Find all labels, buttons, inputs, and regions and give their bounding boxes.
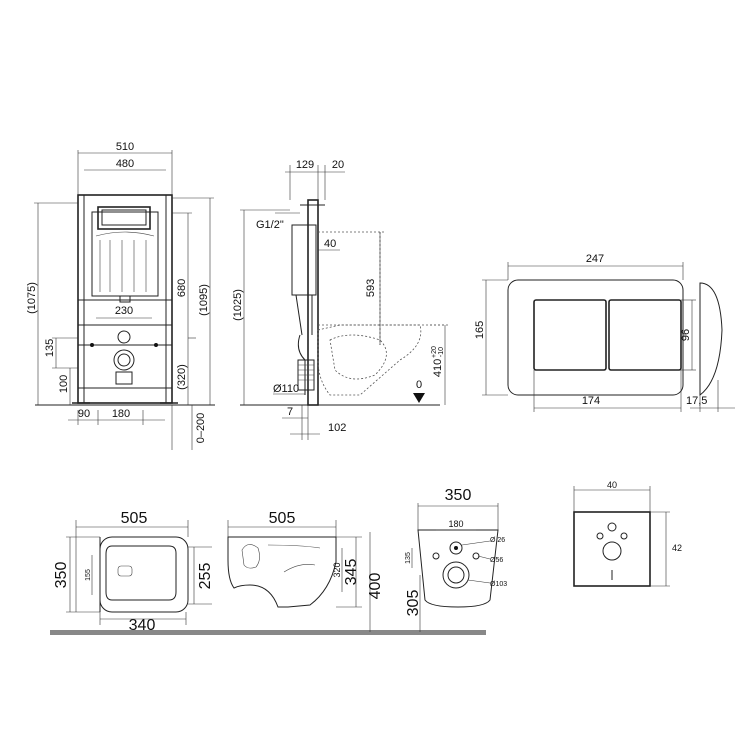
back-h305: 305 bbox=[405, 590, 422, 617]
back-d56: Ø56 bbox=[490, 557, 503, 564]
button-plate-view: 247 165 96 174 17,5 bbox=[474, 253, 735, 412]
dim-0-200: 0–200 bbox=[195, 413, 207, 444]
dim-1075: (1075) bbox=[26, 282, 38, 314]
back-d26: Ø 26 bbox=[490, 537, 505, 544]
frame-side-view: 0 129 20 G1/2" 40 593 (1025) 410 +20 -10… bbox=[232, 159, 450, 440]
bowl-side-h400: 400 bbox=[367, 573, 384, 600]
plate-inner-width: 174 bbox=[582, 395, 600, 407]
dim-230: 230 bbox=[115, 305, 133, 317]
pipe-diameter: Ø110 bbox=[273, 383, 299, 395]
dim-480: 480 bbox=[116, 158, 134, 170]
bowl-width: 350 bbox=[53, 562, 70, 589]
dim-129: 129 bbox=[296, 159, 314, 171]
dim-180: 180 bbox=[112, 408, 130, 420]
bowl-depth-back: 255 bbox=[197, 563, 214, 590]
wall-plate-view: 40 42 bbox=[573, 480, 682, 587]
dim-320: (320) bbox=[176, 364, 188, 390]
dim-410: 410 bbox=[432, 359, 444, 377]
dim-20: 20 bbox=[332, 159, 344, 171]
dim-7: 7 bbox=[287, 406, 293, 418]
plate-depth: 17,5 bbox=[686, 395, 707, 407]
bowl-inner: 155 bbox=[85, 569, 92, 581]
bowl-bottom: 340 bbox=[129, 617, 156, 634]
dim-102: 102 bbox=[328, 422, 346, 434]
bowl-side-length: 505 bbox=[269, 510, 296, 527]
inlet-label: G1/2" bbox=[256, 219, 284, 231]
back-holes-spacing: 180 bbox=[448, 519, 463, 529]
plate-height: 165 bbox=[474, 321, 486, 339]
dim-680: 680 bbox=[176, 279, 188, 297]
tol-plus: +20 bbox=[431, 346, 438, 358]
frame-front-view: 510 480 (1075) 135 100 230 680 (320) (10… bbox=[26, 141, 215, 450]
ground-line bbox=[50, 630, 486, 635]
bowl-length: 505 bbox=[121, 510, 148, 527]
dim-593: 593 bbox=[365, 279, 377, 297]
dim-1095: (1095) bbox=[198, 284, 210, 316]
tol-minus: -10 bbox=[438, 347, 445, 357]
dim-100: 100 bbox=[58, 375, 70, 393]
bowl-side-view: 505 320 345 400 bbox=[227, 510, 384, 632]
bowl-side-h320: 320 bbox=[332, 562, 342, 577]
dim-40: 40 bbox=[324, 238, 336, 250]
bowl-top-view: 155 505 350 255 340 bbox=[53, 510, 214, 634]
dim-1025: (1025) bbox=[232, 289, 244, 321]
plate-hole-height: 42 bbox=[672, 543, 682, 553]
plate-hole-width: 40 bbox=[607, 480, 617, 490]
zero-mark: 0 bbox=[416, 379, 422, 391]
dim-90: 90 bbox=[78, 408, 90, 420]
bowl-side-h345: 345 bbox=[343, 559, 360, 586]
back-d103: Ø103 bbox=[490, 581, 507, 588]
dim-510: 510 bbox=[116, 141, 134, 153]
button-height: 96 bbox=[680, 329, 692, 341]
dim-135: 135 bbox=[44, 339, 56, 357]
bowl-back-view: 350 180 135 305 Ø 26 Ø56 Ø103 bbox=[405, 487, 507, 632]
plate-width: 247 bbox=[586, 253, 604, 265]
back-h135: 135 bbox=[405, 552, 412, 564]
back-width: 350 bbox=[445, 487, 472, 504]
